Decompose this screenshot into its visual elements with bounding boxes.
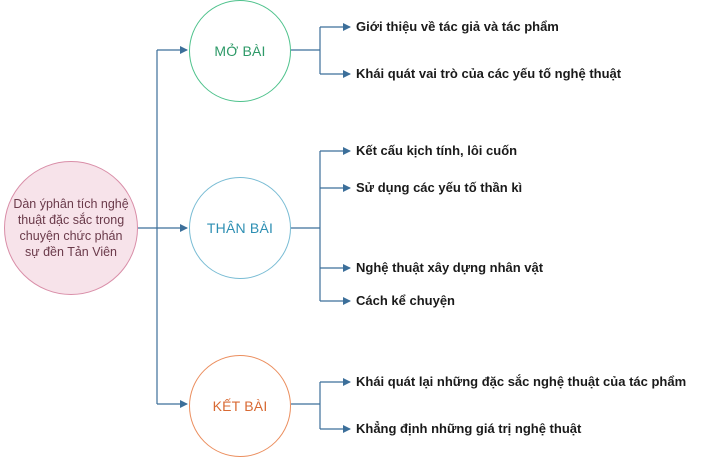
section-label-than-bai: THÂN BÀI xyxy=(206,220,274,236)
root-topic-node[interactable]: Dàn ýphân tích nghệ thuật đặc sắc trong … xyxy=(4,161,138,295)
than-bai-item-3[interactable]: Nghệ thuật xây dựng nhân vật xyxy=(356,260,544,275)
than-bai-item-2[interactable]: Sử dụng các yếu tố thần kì xyxy=(356,180,523,195)
mo-bai-item-1[interactable]: Giới thiệu về tác giả và tác phẩm xyxy=(356,19,559,34)
section-label-ket-bai: KẾT BÀI xyxy=(212,398,268,414)
section-label-mo-bai: MỞ BÀI xyxy=(214,43,266,59)
than-bai-item-1[interactable]: Kết cấu kịch tính, lôi cuốn xyxy=(356,143,518,158)
mo-bai-item-2[interactable]: Khái quát vai trò của các yếu tố nghệ th… xyxy=(356,66,622,81)
connector-ket-bai-trunk xyxy=(291,382,321,429)
than-bai-item-4[interactable]: Cách kể chuyện xyxy=(356,293,455,308)
section-node-than-bai[interactable]: THÂN BÀI xyxy=(189,177,291,279)
ket-bai-item-2[interactable]: Khẳng định những giá trị nghệ thuật xyxy=(356,421,582,436)
section-node-mo-bai[interactable]: MỞ BÀI xyxy=(189,0,291,102)
ket-bai-item-1[interactable]: Khái quát lại những đặc sắc nghệ thuật c… xyxy=(356,374,687,389)
connector-mo-bai-trunk xyxy=(291,27,321,74)
connector-root-trunk xyxy=(138,50,158,404)
connector-than-bai-trunk xyxy=(291,151,321,301)
section-node-ket-bai[interactable]: KẾT BÀI xyxy=(189,355,291,457)
root-topic-label: Dàn ýphân tích nghệ thuật đặc sắc trong … xyxy=(13,197,129,259)
